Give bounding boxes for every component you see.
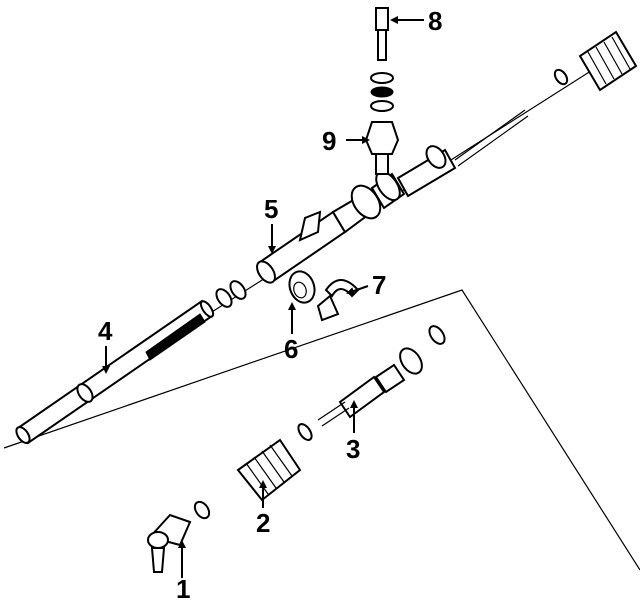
- rack-washers: [215, 280, 247, 308]
- callout-8: 8: [428, 6, 442, 36]
- leader-line-7: [346, 285, 369, 295]
- rack-bushing: [288, 270, 316, 304]
- callout-9: 9: [322, 126, 336, 156]
- inner-tie-rod: [297, 325, 446, 441]
- callout-5: 5: [264, 194, 278, 224]
- far-boot: [553, 30, 638, 92]
- mount-clamp: [316, 279, 360, 322]
- pinion-stack: [364, 7, 400, 175]
- callout-7: 7: [372, 270, 386, 300]
- callout-2: 2: [256, 508, 270, 538]
- assembly-boundary-line: [3, 289, 640, 571]
- callout-3: 3: [346, 434, 360, 464]
- rack-boot: [236, 438, 302, 502]
- callout-6: 6: [284, 334, 298, 364]
- rack-bar: [15, 299, 215, 445]
- tie-rod-end: [147, 513, 192, 573]
- gear-housing: [256, 109, 529, 284]
- callout-4: 4: [98, 316, 113, 346]
- tie-rod-end-washer: [193, 500, 211, 520]
- callout-1: 1: [176, 574, 190, 600]
